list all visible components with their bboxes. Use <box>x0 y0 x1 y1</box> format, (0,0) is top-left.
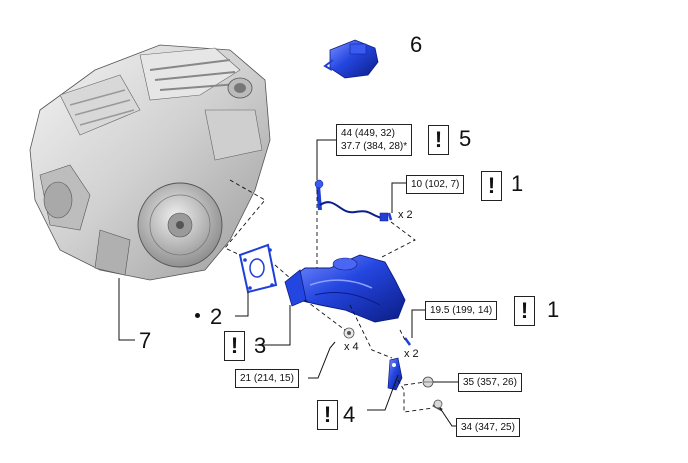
callout-1b-number: 1 <box>547 297 560 322</box>
torque-label-bolt-34: 34 (347, 25) <box>456 418 520 437</box>
quantity-nut: x 4 <box>344 341 359 353</box>
manifold-bracket <box>387 357 403 391</box>
callout-4-warning-icon: ! <box>317 400 338 430</box>
callout-6-number: 6 <box>410 32 423 57</box>
assembly-lines <box>224 179 434 413</box>
nut-x4 <box>343 327 355 339</box>
callout-3-number: 3 <box>254 333 267 358</box>
callout-2-number: 2 <box>210 304 223 329</box>
callout-7-number: 7 <box>139 328 152 353</box>
manifold-gasket <box>238 243 278 294</box>
torque-label-sensor: 44 (449, 32) 37.7 (384, 28)* <box>336 124 413 156</box>
stud-bolt-upper <box>387 212 393 221</box>
callout-1b-warning-icon: ! <box>514 296 535 326</box>
torque-sensor-line2: 37.7 (384, 28)* <box>341 141 408 152</box>
torque-label-lower-stud: 19.5 (199, 14) <box>425 301 498 320</box>
callout-1a-warning-icon: ! <box>481 171 502 201</box>
callout-5-number: 5 <box>459 126 472 151</box>
quantity-upper-stud: x 2 <box>398 209 413 221</box>
bolt-35 <box>422 376 434 388</box>
callout-4-number: 4 <box>343 402 356 427</box>
quantity-lower-stud: x 2 <box>404 348 419 360</box>
leader-lines <box>118 139 458 427</box>
exhaust-manifold-converter <box>284 254 406 323</box>
torque-label-nut: 21 (214, 15) <box>235 369 299 388</box>
torque-label-bolt-35: 35 (357, 26) <box>458 373 522 392</box>
air-fuel-ratio-sensor <box>314 179 389 222</box>
callout-5-warning-icon: ! <box>428 125 449 155</box>
bullet-marker <box>195 313 200 318</box>
engine-assembly <box>29 44 271 281</box>
torque-sensor-line1: 44 (449, 32) <box>341 128 395 139</box>
stud-bolt-lower <box>403 337 412 346</box>
callout-1a-number: 1 <box>511 171 524 196</box>
callout-3-warning-icon: ! <box>224 331 245 361</box>
valve-assembly <box>323 39 379 79</box>
torque-label-upper-stud: 10 (102, 7) <box>406 175 465 194</box>
